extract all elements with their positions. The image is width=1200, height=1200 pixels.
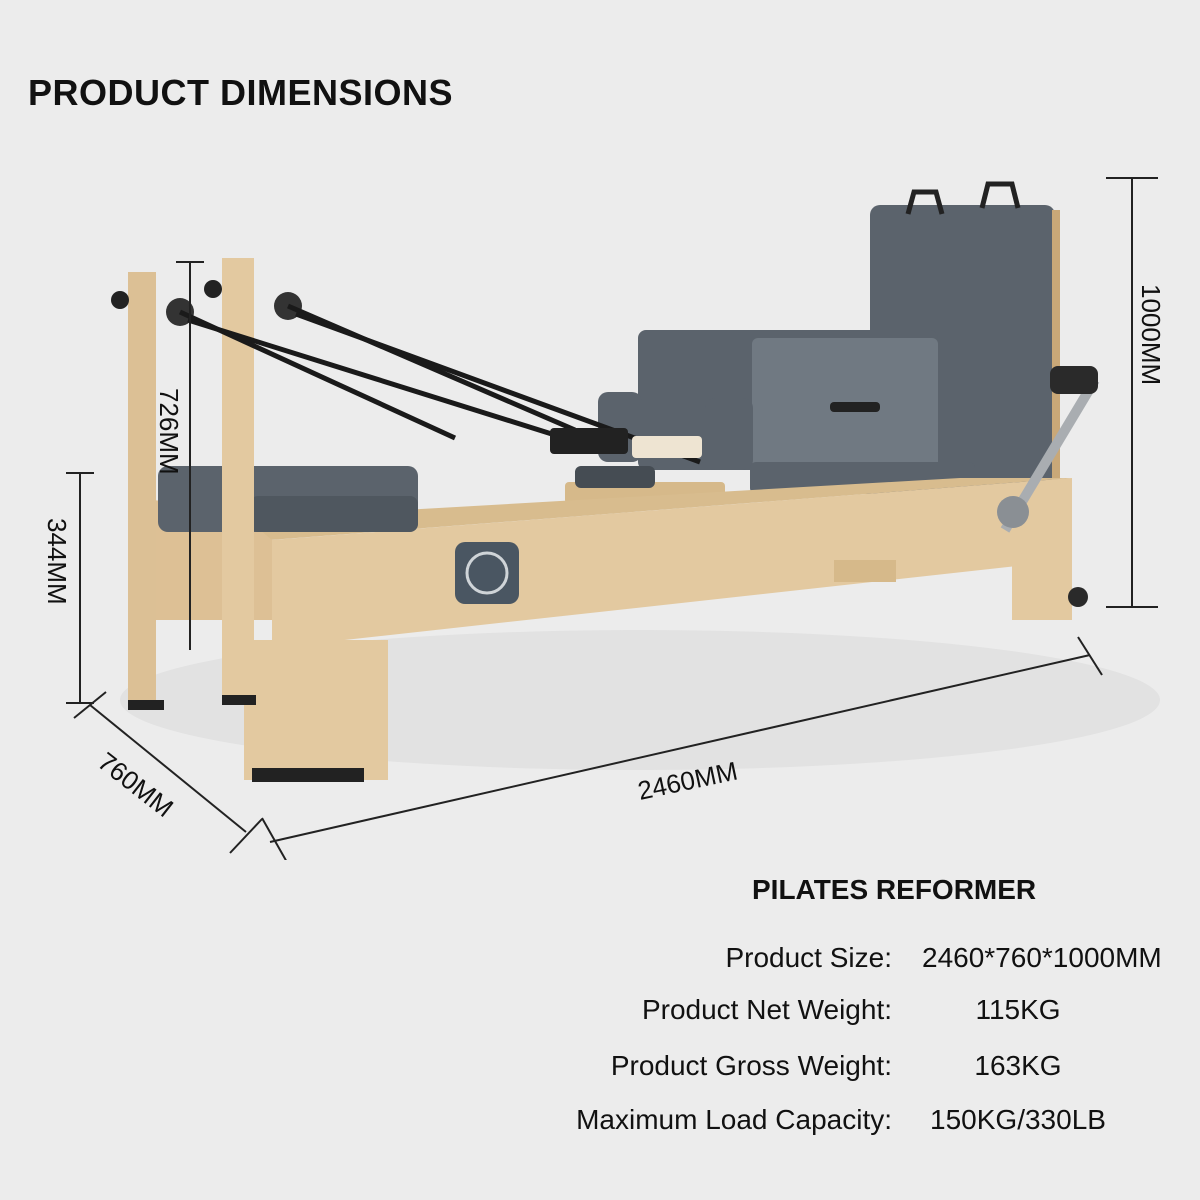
hand-loop-icon: [979, 181, 1021, 209]
hand-loop-icon: [632, 436, 702, 458]
spec-value: 150KG/330LB: [930, 1104, 1106, 1135]
ropes: [178, 303, 701, 465]
shoulder-rest: [705, 398, 753, 470]
spring-pulley-icon: [204, 280, 222, 298]
hand-loop-icon: [550, 428, 628, 454]
spec-row-size: Product Size: 2460*760*1000MM: [0, 942, 1200, 982]
brand-badge-icon: [455, 542, 519, 604]
spec-row-net-weight: Product Net Weight: 115KG: [0, 994, 1200, 1034]
left-post: [128, 272, 156, 704]
rear-leg: [1012, 530, 1072, 620]
dim-label-1000: 1000MM: [1136, 284, 1166, 385]
dim-label-726: 726MM: [154, 388, 184, 475]
product-name: PILATES REFORMER: [752, 874, 1037, 905]
page-title: PRODUCT DIMENSIONS: [28, 72, 454, 113]
spec-value: 115KG: [975, 994, 1061, 1025]
dimension-lines: [66, 177, 1158, 860]
box-handle: [830, 402, 880, 412]
rear-leg: [834, 560, 896, 582]
spec-row-load-capacity: Maximum Load Capacity: 150KG/330LB: [0, 1104, 1200, 1144]
spec-row-gross-weight: Product Gross Weight: 163KG: [0, 1050, 1200, 1090]
spec-value: 163KG: [974, 1050, 1062, 1081]
front-leg: [244, 640, 388, 780]
spec-label: Product Gross Weight:: [610, 1050, 892, 1081]
spec-label: Maximum Load Capacity:: [576, 1104, 892, 1135]
right-post: [222, 258, 254, 702]
frame-side: [272, 478, 1072, 648]
dim-label-344: 344MM: [42, 518, 72, 605]
reformer-illustration: 1000MM 726MM 344MM 760MM 2460MM: [42, 177, 1166, 860]
spec-value: 2460*760*1000MM: [922, 942, 1162, 973]
spec-label: Product Size:: [725, 942, 892, 973]
spec-label: Product Net Weight:: [641, 994, 892, 1025]
dim-label-760: 760MM: [92, 746, 179, 823]
spring-pulley-icon: [111, 291, 129, 309]
frame-top: [230, 478, 1072, 540]
hand-loop-icon: [905, 189, 945, 215]
wheel: [1068, 587, 1088, 607]
